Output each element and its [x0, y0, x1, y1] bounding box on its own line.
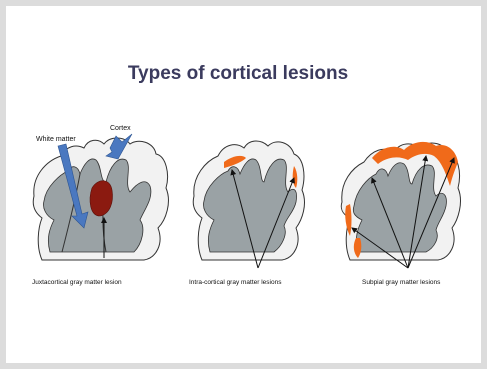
panel-subpial: Subpial gray matter lesions [341, 142, 460, 286]
panel-juxtacortical: White matter Cortex Juxtacortical gray m… [32, 125, 168, 286]
caption-intracortical: Intra-cortical gray matter lesions [189, 279, 282, 286]
caption-juxtacortical: Juxtacortical gray matter lesion [32, 279, 122, 286]
cortical-lesion-diagram: White matter Cortex Juxtacortical gray m… [6, 6, 481, 363]
subpial-lesion [345, 204, 351, 236]
caption-subpial: Subpial gray matter lesions [362, 279, 441, 286]
panel-intracortical: Intra-cortical gray matter lesions [189, 141, 304, 286]
white-matter-label: White matter [36, 136, 76, 143]
slide: Types of cortical lesions White matter C… [6, 6, 481, 363]
cortex-label: Cortex [110, 125, 131, 132]
